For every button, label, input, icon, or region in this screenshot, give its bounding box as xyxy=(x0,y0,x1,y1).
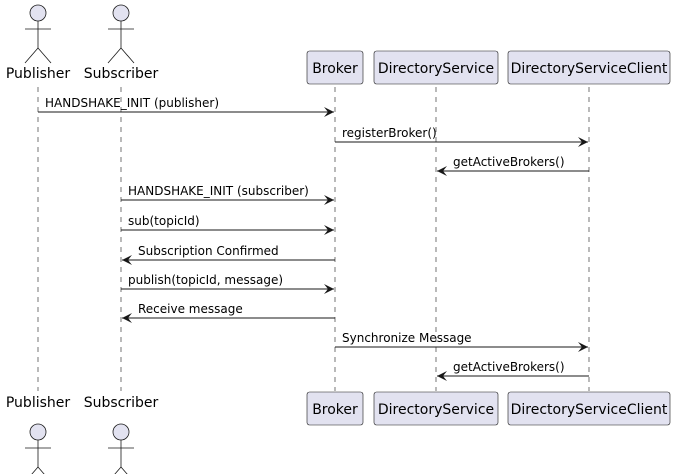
participant-broker-top: Broker xyxy=(306,50,364,85)
participant-directoryserviceclient-top: DirectoryServiceClient xyxy=(507,50,671,85)
participant-box xyxy=(306,391,364,426)
message-label: getActiveBrokers() xyxy=(453,360,565,374)
message-9: Synchronize Message xyxy=(335,331,588,352)
actor-publisher-bottom: Publisher xyxy=(6,395,71,474)
participant-directoryservice-bottom: DirectoryService xyxy=(373,391,499,426)
participant-heads: PublisherPublisherSubscriberSubscriberBr… xyxy=(6,4,671,474)
actor-head-icon xyxy=(29,4,47,22)
message-label: sub(topicId) xyxy=(128,214,200,228)
actor-head-icon xyxy=(112,423,130,441)
actor-leg-left-icon xyxy=(114,466,122,474)
message-label: HANDSHAKE_INIT (publisher) xyxy=(45,96,219,110)
participant-broker-bottom: Broker xyxy=(306,391,364,426)
actor-leg-left-icon xyxy=(24,47,39,64)
actor-head-icon xyxy=(29,423,47,441)
actor-leg-right-icon xyxy=(37,47,52,64)
message-1: HANDSHAKE_INIT (publisher) xyxy=(38,96,334,117)
actor-subscriber-top: Subscriber xyxy=(84,4,159,82)
participant-label: Subscriber xyxy=(84,66,159,82)
actor-leg-right-icon xyxy=(120,47,135,64)
participant-label: Broker xyxy=(312,61,358,77)
actor-leg-right-icon xyxy=(120,466,128,474)
message-label: Receive message xyxy=(138,302,243,316)
participant-box xyxy=(373,50,499,85)
lifelines xyxy=(37,87,590,391)
actor-publisher-top: Publisher xyxy=(6,4,71,82)
message-label: publish(topicId, message) xyxy=(128,273,283,287)
participant-directoryserviceclient-bottom: DirectoryServiceClient xyxy=(507,391,671,426)
participant-label: Subscriber xyxy=(84,395,159,411)
message-label: HANDSHAKE_INIT (subscriber) xyxy=(128,184,309,198)
participant-directoryservice-top: DirectoryService xyxy=(373,50,499,85)
participant-box xyxy=(306,50,364,85)
participant-label: Broker xyxy=(312,402,358,418)
message-4: HANDSHAKE_INIT (subscriber) xyxy=(121,184,334,205)
participant-box xyxy=(507,391,671,426)
message-label: registerBroker() xyxy=(342,126,437,140)
participant-label: DirectoryServiceClient xyxy=(511,402,668,418)
message-7: publish(topicId, message) xyxy=(121,273,334,294)
participant-box xyxy=(507,50,671,85)
message-label: Synchronize Message xyxy=(342,331,472,345)
message-8: Receive message xyxy=(122,302,335,323)
participant-label: DirectoryService xyxy=(378,402,494,418)
message-3: getActiveBrokers() xyxy=(437,155,589,176)
participant-label: DirectoryService xyxy=(378,61,494,77)
participant-box xyxy=(373,391,499,426)
participant-label: Publisher xyxy=(6,66,71,82)
message-label: getActiveBrokers() xyxy=(453,155,565,169)
actor-leg-right-icon xyxy=(37,466,45,474)
actor-subscriber-bottom: Subscriber xyxy=(84,395,159,474)
participant-label: DirectoryServiceClient xyxy=(511,61,668,77)
message-10: getActiveBrokers() xyxy=(437,360,589,381)
actor-leg-left-icon xyxy=(31,466,39,474)
message-6: Subscription Confirmed xyxy=(122,244,335,265)
message-5: sub(topicId) xyxy=(121,214,334,235)
actor-leg-left-icon xyxy=(107,47,122,64)
actor-head-icon xyxy=(112,4,130,22)
participant-label: Publisher xyxy=(6,395,71,411)
message-label: Subscription Confirmed xyxy=(138,244,279,258)
message-2: registerBroker() xyxy=(335,126,588,147)
messages: HANDSHAKE_INIT (publisher) registerBroker… xyxy=(38,96,589,381)
